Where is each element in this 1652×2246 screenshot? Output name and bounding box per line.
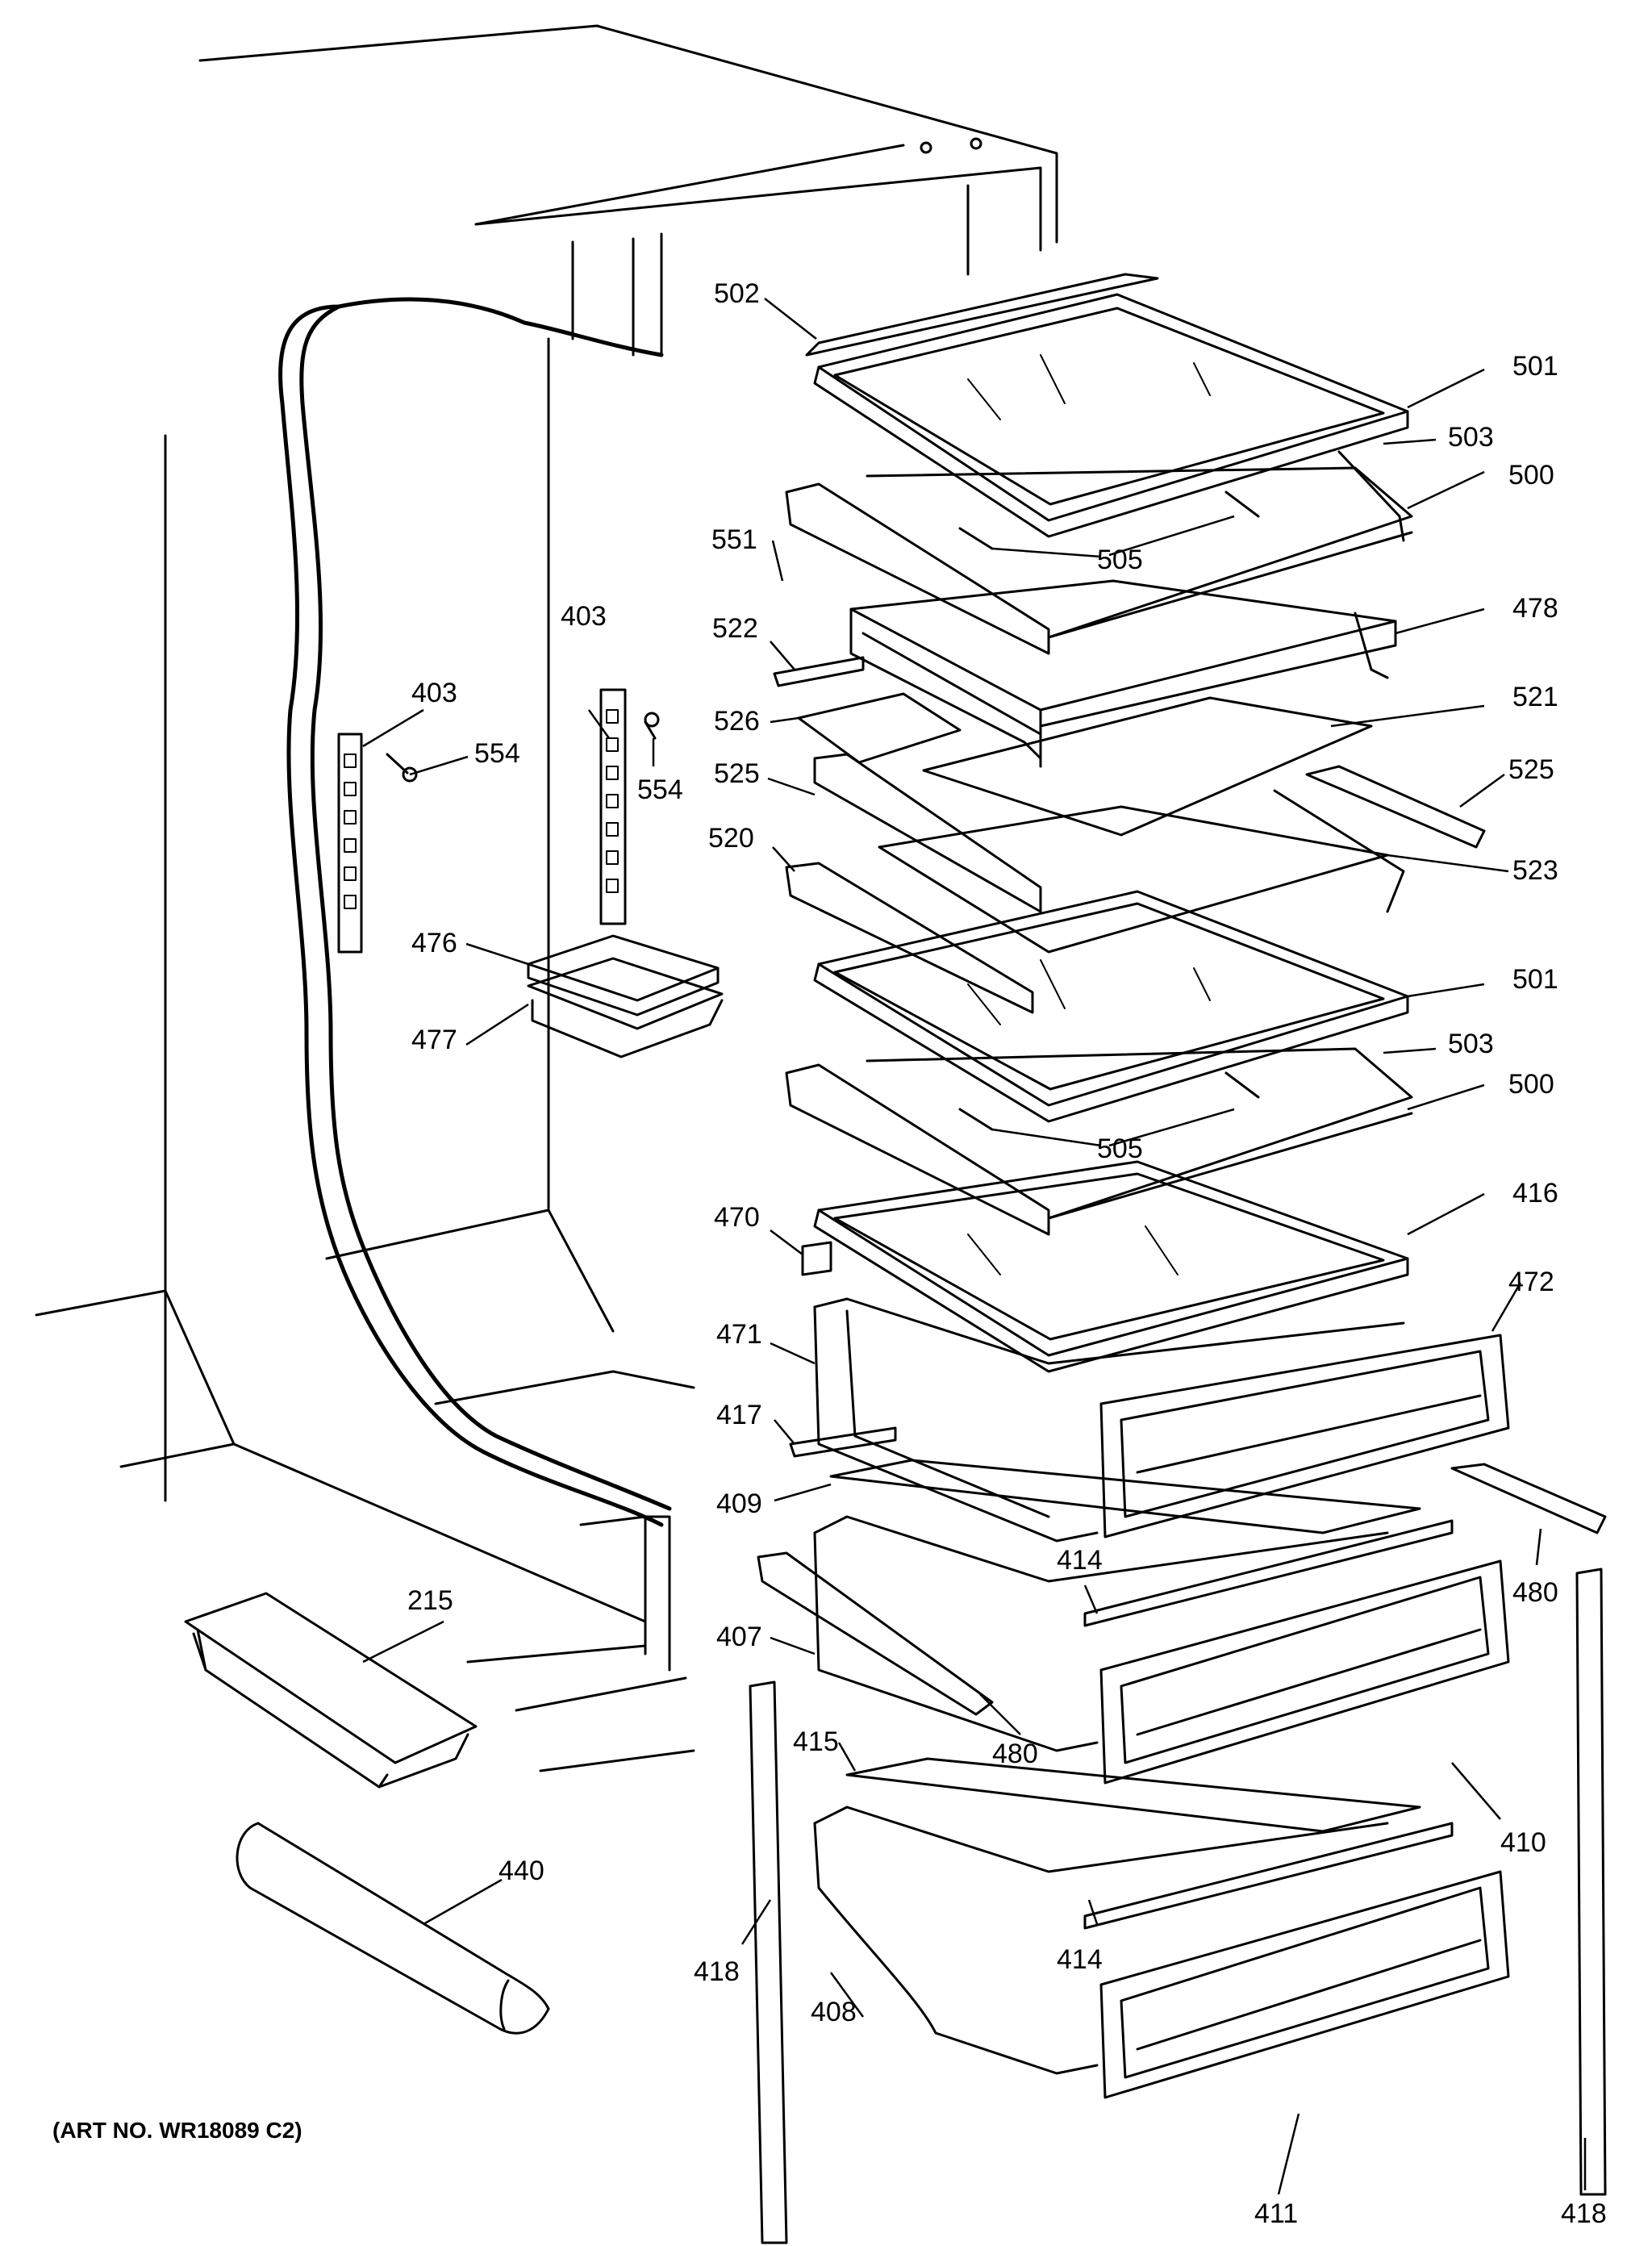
label-500-upper: 500 xyxy=(1508,460,1554,491)
label-521: 521 xyxy=(1512,682,1558,712)
drawer-front-411 xyxy=(1099,1870,1510,2099)
glass-526 xyxy=(797,692,962,764)
label-480-left: 480 xyxy=(992,1739,1038,1769)
shelf-rail-522 xyxy=(773,656,865,687)
door-gasket xyxy=(278,297,672,1527)
rail-480-left xyxy=(757,1551,994,1716)
label-403-left: 403 xyxy=(411,678,457,708)
label-409: 409 xyxy=(716,1488,762,1519)
label-478: 478 xyxy=(1512,593,1558,624)
side-rail-418-right xyxy=(1575,1568,1607,2196)
rail-414-lower xyxy=(1083,1822,1454,1930)
label-505-upper: 505 xyxy=(1097,545,1143,575)
label-501-upper: 501 xyxy=(1512,351,1558,382)
shelf-frame-523 xyxy=(878,789,1405,954)
label-525-left: 525 xyxy=(714,758,760,789)
glass-409 xyxy=(829,1459,1421,1534)
label-408: 408 xyxy=(811,1997,857,2027)
rail-480-right xyxy=(1450,1463,1607,1534)
shelf-frame-478 xyxy=(849,579,1397,768)
pan-471 xyxy=(813,1297,1405,1543)
shelf-bracket-525-right xyxy=(1305,765,1486,849)
leader-lines xyxy=(362,298,1587,2195)
label-554-left: 554 xyxy=(474,738,520,769)
drawer-408 xyxy=(813,1806,1389,2075)
shelf-support-left xyxy=(337,733,363,954)
label-414-lower: 414 xyxy=(1057,1944,1103,1975)
label-554-right: 554 xyxy=(637,774,683,805)
label-480-right: 480 xyxy=(1512,1577,1558,1608)
label-470: 470 xyxy=(714,1202,760,1233)
part-labels: 502 501 503 500 551 505 522 478 526 521 … xyxy=(407,278,1607,2229)
butter-compartment xyxy=(527,934,724,1058)
drawer-410 xyxy=(813,1515,1510,1785)
screw-554-right xyxy=(644,712,660,740)
glass-521 xyxy=(922,696,1373,837)
side-rail-418-left xyxy=(749,1680,788,2244)
screw-554-left xyxy=(386,753,418,783)
trim-440 xyxy=(236,1822,550,2035)
shelf-glass-upper xyxy=(805,273,1409,538)
shelf-glass-416 xyxy=(813,1160,1409,1373)
clip-470 xyxy=(801,1241,832,1276)
label-476: 476 xyxy=(411,928,457,958)
shelf-bracket-middle xyxy=(785,1047,1413,1236)
label-416: 416 xyxy=(1512,1178,1558,1209)
label-403-right: 403 xyxy=(561,601,607,632)
label-502: 502 xyxy=(714,278,760,309)
shelf-bracket-upper xyxy=(785,450,1413,655)
label-501-middle: 501 xyxy=(1512,964,1558,995)
shelf-bracket-520 xyxy=(785,862,1034,1014)
rail-417 xyxy=(789,1426,897,1458)
label-503-upper: 503 xyxy=(1448,422,1494,453)
label-410: 410 xyxy=(1500,1827,1546,1858)
label-477: 477 xyxy=(411,1025,457,1055)
label-503-middle: 503 xyxy=(1448,1029,1494,1059)
shelf-bracket-525-left xyxy=(813,753,1042,913)
label-505-middle: 505 xyxy=(1097,1133,1143,1164)
art-number: (ART NO. WR18089 C2) xyxy=(52,2118,302,2143)
label-523: 523 xyxy=(1512,855,1558,886)
shelf-glass-middle xyxy=(813,890,1409,1123)
label-551: 551 xyxy=(711,524,757,555)
label-411: 411 xyxy=(1254,2198,1298,2229)
label-418-right: 418 xyxy=(1561,2198,1607,2229)
glass-415 xyxy=(845,1757,1421,1833)
label-525-right: 525 xyxy=(1508,754,1554,785)
rail-414-upper xyxy=(1083,1519,1454,1627)
label-520: 520 xyxy=(708,823,754,854)
cabinet-outline xyxy=(35,24,1058,1772)
label-500-middle: 500 xyxy=(1508,1069,1554,1100)
label-471: 471 xyxy=(716,1319,762,1350)
label-522: 522 xyxy=(712,613,758,644)
label-472: 472 xyxy=(1508,1267,1554,1297)
label-418-left: 418 xyxy=(694,1956,740,1987)
shelf-support-right xyxy=(599,688,627,925)
label-417: 417 xyxy=(716,1400,762,1430)
label-215: 215 xyxy=(407,1585,453,1616)
label-440: 440 xyxy=(499,1856,544,1886)
label-415: 415 xyxy=(793,1726,839,1757)
label-407: 407 xyxy=(716,1622,762,1652)
label-526: 526 xyxy=(714,706,760,737)
bin-215 xyxy=(184,1592,478,1789)
label-414-upper: 414 xyxy=(1057,1545,1103,1576)
pan-front-472 xyxy=(1099,1334,1510,1538)
